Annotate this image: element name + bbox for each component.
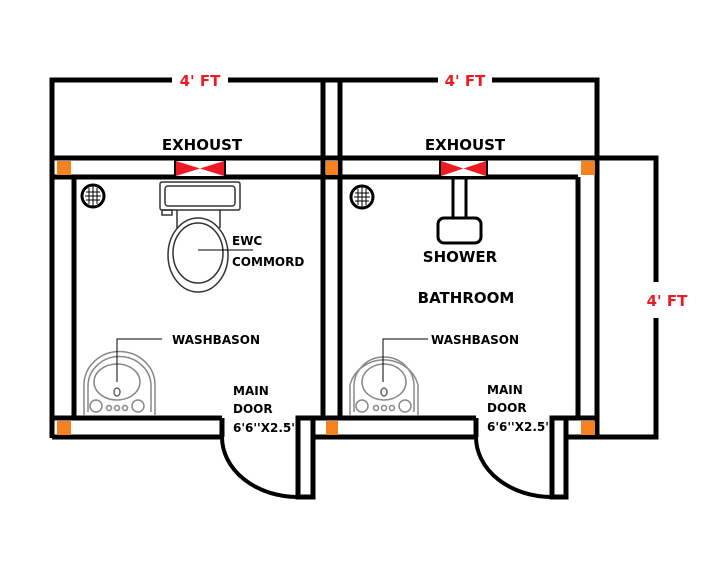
basin-label-right: WASHBASON [431,333,519,347]
shower-label: SHOWER [423,248,498,266]
walls [49,77,659,500]
basin-label-left: WASHBASON [172,333,260,347]
columns [57,161,595,435]
top-band [52,155,659,282]
column [326,161,338,175]
door-label-right-line3: 6'6''X2.5'' [487,420,553,434]
column [581,421,595,435]
basin-leader-right [382,338,428,382]
door-leaf-left[interactable] [295,415,316,500]
floor-drain-left-icon [80,183,106,209]
inner-walls [71,158,600,437]
door-label-right-line2: DOOR [487,401,527,415]
column [57,161,71,175]
shower-icon [436,176,483,245]
door-leaf-right[interactable] [549,415,569,500]
door-label-left-line2: DOOR [233,402,273,416]
door-swing-right [474,436,553,499]
bottom-band-right [566,415,597,440]
dimension-depth: 4' FT [647,292,688,310]
right-outer-wall [597,318,659,440]
exhaust-fan-left-icon [174,159,226,178]
basin-leader-left [116,338,162,382]
bottom-band-left [52,415,225,440]
exhaust-fan-right-icon [439,159,488,178]
column [581,161,595,175]
door-label-right-line1: MAIN [487,383,523,397]
room-label: BATHROOM [418,289,515,307]
exhaust-label-left: EXHOUST [162,136,243,154]
column [57,421,71,435]
door-label-left-line1: MAIN [233,384,269,398]
top-outer-wall [49,77,600,438]
toilet-label-line1: EWC [232,234,262,248]
bottom-band-middle [313,415,479,440]
exhaust-label-right: EXHOUST [425,136,506,154]
wash-basin-left-icon [83,350,156,415]
dimension-left-width: 4' FT [180,72,221,90]
dimension-right-width: 4' FT [445,72,486,90]
door-label-left-line3: 6'6''X2.5'' [233,421,299,435]
toilet-label-line2: COMMORD [232,255,304,269]
floor-drain-right-icon [349,184,375,210]
middle-wall [320,80,343,418]
toilet-icon [159,181,241,293]
wash-basin-right-icon [349,356,419,415]
door-swing-left [220,436,299,499]
column [326,421,338,435]
